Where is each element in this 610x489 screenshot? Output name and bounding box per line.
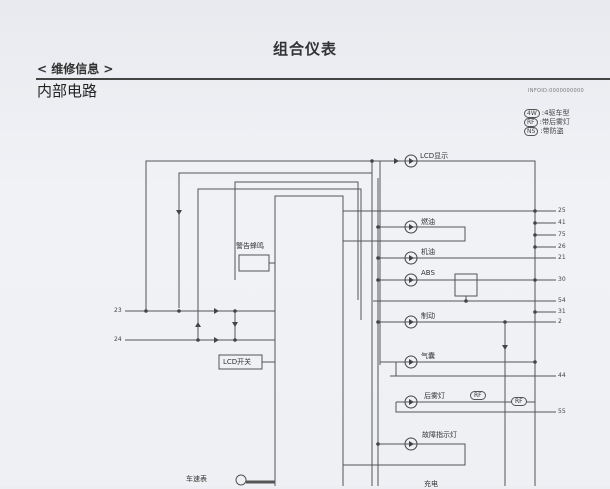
label-brake: 制动 (421, 312, 435, 320)
section-heading: 内部电路 (37, 82, 98, 100)
legend-text: :带防盗 (540, 127, 564, 135)
rf-connector-tag: RF (511, 397, 527, 406)
page-title: 组合仪表 (272, 40, 337, 58)
header-divider (36, 78, 610, 80)
legend-tag: RF (524, 118, 538, 127)
document-id: INFOID:0000000000 (528, 88, 584, 94)
label-lcd-display: LCD显示 (420, 152, 449, 160)
pin-23: 23 (114, 307, 122, 314)
pin-41: 41 (558, 219, 566, 226)
pin-75: 75 (558, 231, 566, 238)
pin-24: 24 (114, 336, 122, 343)
pin-2: 2 (558, 318, 562, 325)
label-lcd-switch: LCD开关 (223, 358, 252, 366)
legend-item-rf: RF :带后雾灯 (524, 118, 570, 127)
pin-44: 44 (558, 372, 566, 379)
label-malfunction-indicator: 故障指示灯 (422, 431, 457, 439)
legend: 4W :4驱车型 RF :带后雾灯 NS :带防盗 (524, 109, 570, 136)
pin-21: 21 (558, 254, 566, 261)
pin-25: 25 (558, 207, 566, 214)
legend-tag: 4W (524, 109, 540, 118)
pin-55: 55 (558, 408, 566, 415)
label-rear-fog: 后雾灯 (424, 392, 445, 400)
label-oil: 机油 (421, 248, 435, 256)
legend-item-ns: NS :带防盗 (524, 127, 570, 136)
label-fuel: 燃油 (421, 218, 435, 226)
pin-26: 26 (558, 243, 566, 250)
legend-text: :带后雾灯 (539, 118, 570, 126)
label-charging: 充电 (424, 480, 438, 488)
rf-tag: RF (470, 391, 486, 400)
legend-text: :4驱车型 (541, 109, 570, 117)
pin-54: 54 (558, 297, 566, 304)
pin-30: 30 (558, 276, 566, 283)
label-warning-buzzer: 警告蜂鸣 (236, 242, 264, 250)
legend-tag: NS (524, 127, 539, 136)
legend-item-4w: 4W :4驱车型 (524, 109, 570, 118)
breadcrumb: < 维修信息 > (37, 62, 114, 76)
label-abs: ABS (421, 269, 435, 277)
label-speedometer: 车速表 (186, 475, 207, 483)
label-airbag: 气囊 (421, 352, 435, 360)
pin-31: 31 (558, 308, 566, 315)
